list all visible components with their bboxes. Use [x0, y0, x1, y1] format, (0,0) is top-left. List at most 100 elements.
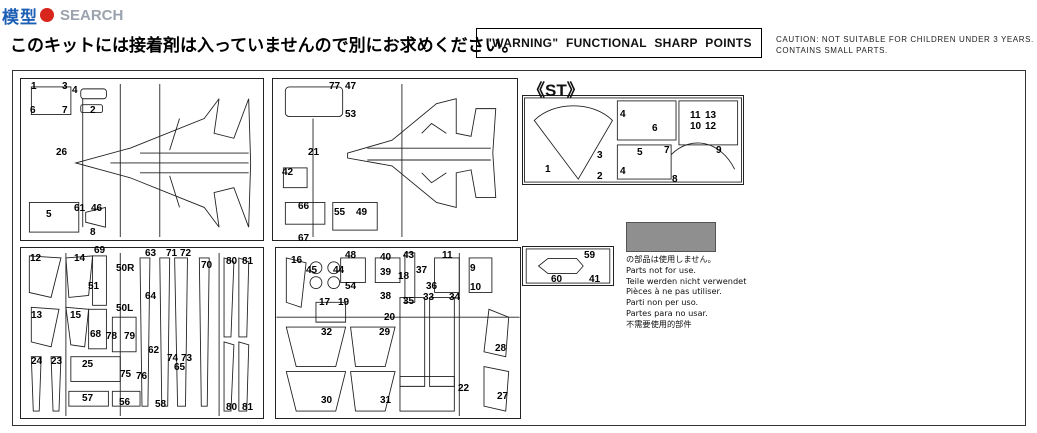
part-number: 22 [458, 383, 470, 394]
runner-d [275, 247, 521, 419]
st-label: 《ST》 [528, 81, 584, 100]
part-number: 60 [551, 274, 563, 285]
runner-st-drawing [524, 97, 742, 183]
part-number: 6 [30, 105, 36, 116]
part-number: 33 [423, 292, 435, 303]
legend-line: Parts not for use. [626, 264, 696, 275]
warning-box: "WARNING" FUNCTIONAL SHARP POINTS [476, 28, 762, 58]
part-number: 66 [298, 201, 310, 212]
runner-e [522, 246, 614, 286]
unused-parts-legend: の部品は使用しません。 Parts not for use. Teile wer… [626, 254, 746, 330]
ball-icon [40, 8, 54, 22]
caution-line-2: CONTAINS SMALL PARTS. [776, 46, 888, 55]
part-number: 43 [403, 250, 415, 261]
part-number: 35 [403, 296, 415, 307]
part-number: 67 [298, 233, 310, 244]
part-number: 75 [120, 369, 132, 380]
part-number: 14 [74, 253, 86, 264]
legend-line: の部品は使用しません。 [626, 254, 716, 264]
part-number: 12 [705, 121, 717, 132]
part-number: 81 [242, 402, 254, 413]
sprue-frame [12, 70, 1026, 426]
part-number: 40 [380, 252, 392, 263]
part-number: 5 [637, 147, 643, 158]
part-number: 76 [136, 371, 148, 382]
part-number: 64 [145, 291, 157, 302]
part-number: 7 [62, 105, 68, 116]
part-number: 42 [282, 167, 294, 178]
part-number: 57 [82, 393, 94, 404]
part-number: 2 [597, 171, 603, 182]
part-number: 69 [94, 245, 106, 256]
part-number: 9 [470, 263, 476, 274]
part-number: 54 [345, 281, 357, 292]
part-number: 24 [31, 356, 43, 367]
legend-line: Pièces à ne pas utiliser. [626, 286, 722, 297]
legend-line: 不需要使用的部件 [626, 318, 692, 329]
part-number: 11 [690, 110, 701, 121]
part-number: 61 [74, 203, 86, 214]
part-number: 18 [398, 271, 410, 282]
part-number: 58 [155, 399, 167, 410]
runner-a-drawing [28, 83, 252, 238]
part-number: 4 [620, 166, 626, 177]
part-number: 62 [148, 345, 160, 356]
warning-text: "WARNING" FUNCTIONAL SHARP POINTS [486, 36, 752, 50]
runner-b-drawing [282, 83, 497, 238]
part-number: 29 [379, 327, 391, 338]
part-number: 34 [449, 292, 461, 303]
part-number: 25 [82, 359, 94, 370]
part-number: 45 [306, 265, 318, 276]
part-number: 74 [167, 353, 179, 364]
part-number: 8 [672, 174, 678, 185]
part-number: 65 [174, 362, 186, 373]
part-number: 48 [345, 250, 357, 261]
part-number: 78 [106, 331, 118, 342]
runner-st [522, 95, 744, 185]
runner-e-drawing [525, 248, 611, 284]
part-number: 56 [119, 397, 131, 408]
part-number: 13 [705, 110, 717, 121]
part-number: 28 [495, 343, 507, 354]
runner-d-drawing [276, 252, 520, 417]
part-number: 68 [90, 329, 102, 340]
part-number: 49 [356, 207, 368, 218]
glue-notice: このキットには接着剤は入っていませんので別にお求めください。 [10, 36, 519, 56]
part-number: 81 [242, 256, 254, 267]
part-number: 8 [90, 227, 96, 238]
part-number: 51 [88, 281, 100, 292]
part-number: 53 [345, 109, 357, 120]
part-number: 4 [620, 109, 626, 120]
runner-c-drawing [28, 252, 250, 417]
part-number: 79 [124, 331, 136, 342]
part-number: 7 [664, 145, 670, 156]
part-number: 80 [226, 256, 238, 267]
watermark-cjk: 模型 [2, 7, 38, 28]
part-number: 41 [589, 274, 601, 285]
part-number: 27 [497, 391, 509, 402]
part-number: 16 [291, 255, 303, 266]
part-number: 19 [338, 297, 350, 308]
legend-line: Teile werden nicht verwendet [626, 275, 747, 286]
part-number: 1 [31, 81, 37, 92]
part-number: 20 [384, 312, 396, 323]
part-number: 26 [56, 147, 68, 158]
part-number: 55 [334, 207, 346, 218]
part-number: 21 [308, 147, 320, 158]
part-number: 46 [91, 203, 103, 214]
part-number: 38 [380, 291, 392, 302]
part-number: 77 [329, 81, 341, 92]
part-number: 72 [180, 248, 192, 259]
legend-line: Parti non per uso. [626, 297, 699, 308]
part-number: 6 [652, 123, 658, 134]
part-number: 17 [319, 297, 331, 308]
part-number: 73 [181, 353, 193, 364]
part-number: 50R [116, 263, 135, 274]
part-number: 15 [70, 310, 82, 321]
part-number: 2 [90, 105, 96, 116]
part-number: 50L [116, 303, 134, 314]
part-number: 59 [584, 250, 596, 261]
part-number: 70 [201, 260, 213, 271]
part-number: 47 [345, 81, 357, 92]
legend-line: Partes para no usar. [626, 307, 708, 318]
